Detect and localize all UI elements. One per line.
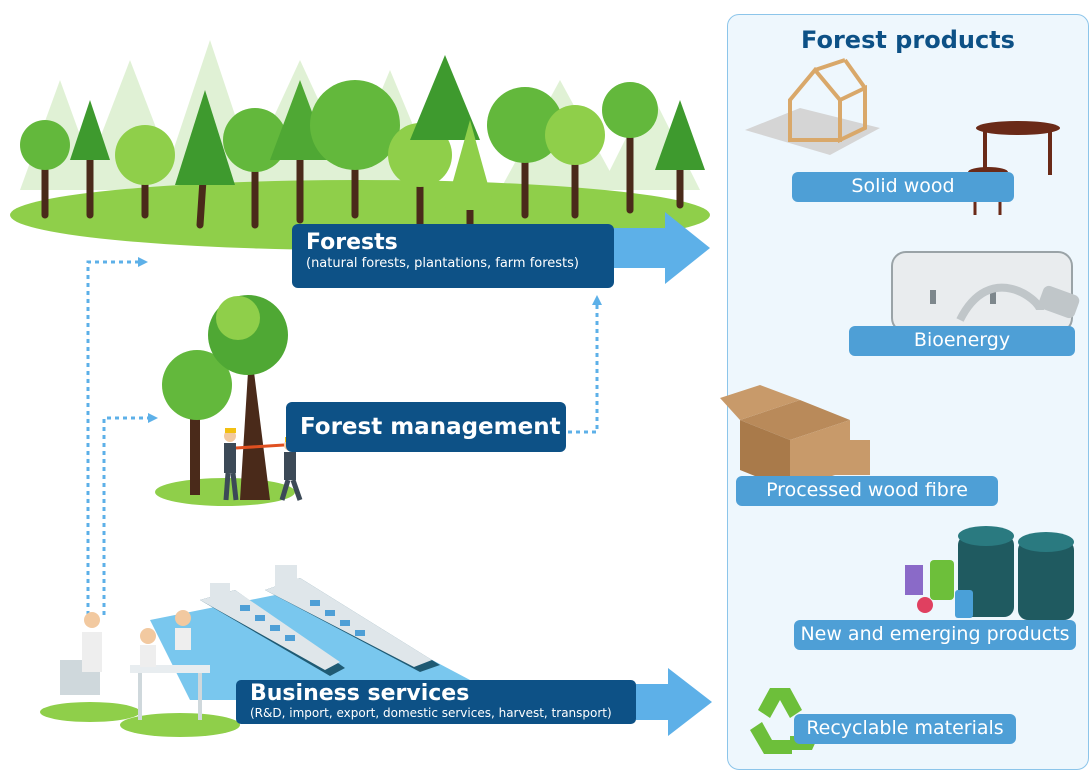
forests-title: Forests bbox=[306, 230, 398, 255]
forests-subtitle: (natural forests, plantations, farm fore… bbox=[306, 256, 579, 271]
business-services-title: Business services bbox=[250, 681, 470, 706]
barrels-and-bottles-icon bbox=[905, 526, 1074, 620]
product-solid-wood-label: Solid wood bbox=[792, 172, 1014, 202]
forest-management-title: Forest management bbox=[300, 414, 561, 440]
product-new-and-emerging-label: New and emerging products bbox=[794, 620, 1076, 650]
lab-scientists bbox=[60, 610, 210, 720]
forest-trees bbox=[20, 55, 705, 229]
forest-products-title: Forest products bbox=[801, 26, 1015, 54]
house-frame-and-table-icon bbox=[745, 58, 1060, 215]
power-socket-plug-icon bbox=[891, 251, 1080, 333]
product-recyclable-materials-label: Recyclable materials bbox=[794, 714, 1016, 744]
cargo-ships bbox=[200, 565, 440, 676]
business-services-subtitle: (R&D, import, export, domestic services,… bbox=[250, 706, 612, 720]
business-services-label: Business services (R&D, import, export, … bbox=[236, 680, 636, 724]
management-trees bbox=[162, 295, 288, 500]
forests-label: Forests (natural forests, plantations, f… bbox=[292, 224, 614, 288]
cardboard-boxes-icon bbox=[720, 385, 870, 490]
dotted-connectors bbox=[86, 260, 599, 615]
forests-output-arrow bbox=[612, 212, 710, 284]
forest-management-label: Forest management bbox=[286, 402, 566, 452]
business-output-arrow bbox=[636, 668, 712, 736]
product-bioenergy-label: Bioenergy bbox=[849, 326, 1075, 356]
product-processed-wood-fibre-label: Processed wood fibre bbox=[736, 476, 998, 506]
